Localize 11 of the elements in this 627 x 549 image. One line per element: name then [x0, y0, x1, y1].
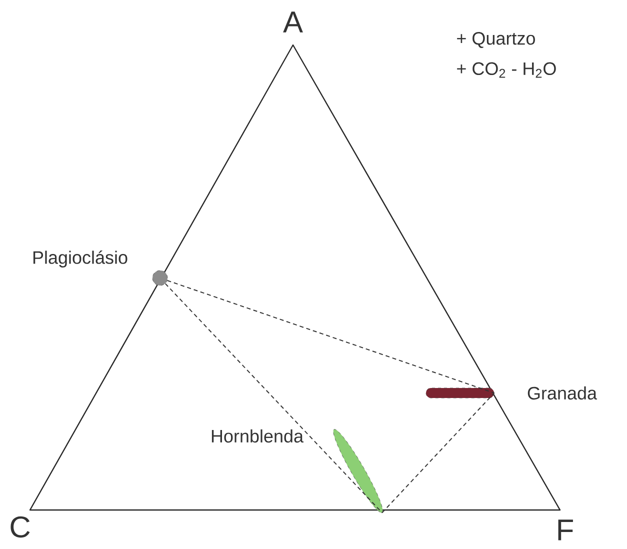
- tie-line: [164, 283, 383, 514]
- note-text: + CO$_{2}$ - H$_{2}$O: [457, 62, 556, 78]
- mineral-label: Granada: [528, 386, 597, 400]
- vertex-label: A: [283, 12, 303, 32]
- vertex-label: C: [10, 516, 30, 538]
- mineral-label: Plagioclásio: [33, 250, 128, 268]
- vertex-label: F: [558, 520, 573, 540]
- note-text: + Quartzo: [457, 32, 535, 48]
- mineral-label: Hornblenda: [212, 429, 304, 443]
- tie-line: [166, 280, 495, 394]
- tie-line: [382, 392, 495, 514]
